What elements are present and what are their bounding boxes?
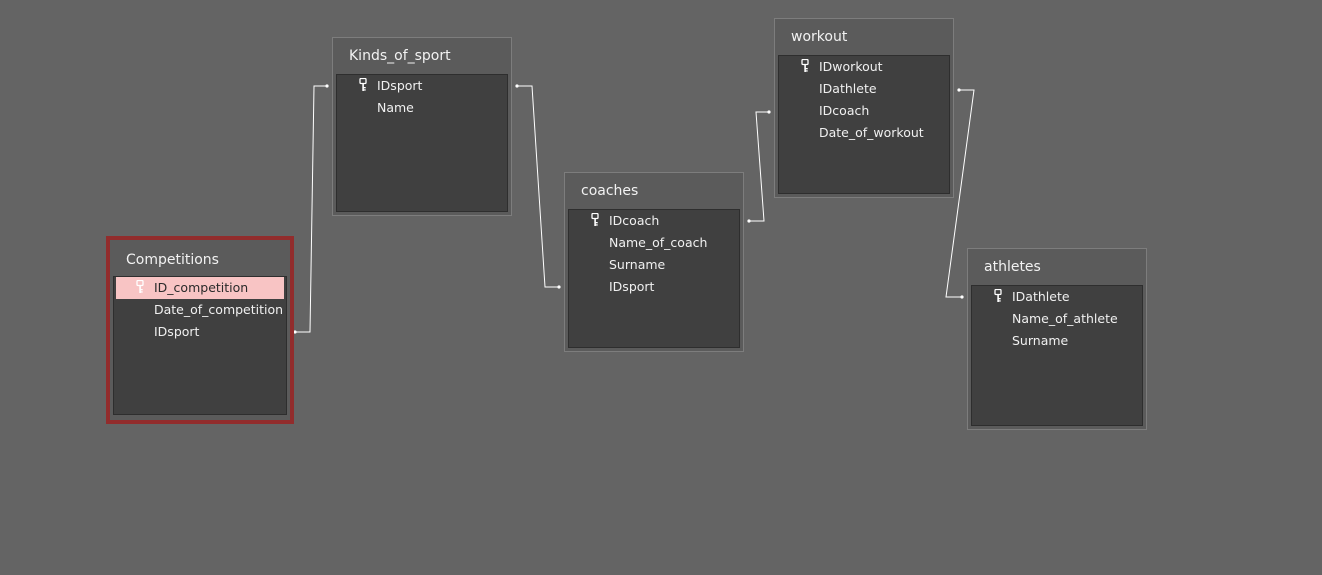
relation-competitions-kinds-of-sport xyxy=(294,85,328,333)
primary-key-icon xyxy=(359,78,367,91)
field-label: Date_of_workout xyxy=(819,125,924,140)
field-name-of-coach[interactable]: Name_of_coach xyxy=(569,232,739,254)
table-kinds-of-sport[interactable]: Kinds_of_sport IDsport Name xyxy=(332,37,512,216)
field-name[interactable]: Name xyxy=(337,97,507,119)
field-date-of-workout[interactable]: Date_of_workout xyxy=(779,122,949,144)
table-competitions[interactable]: Competitions ID_competition Date_of_comp… xyxy=(106,236,294,424)
field-label: Name_of_athlete xyxy=(1012,311,1118,326)
field-label: IDathlete xyxy=(819,81,877,96)
field-idathlete[interactable]: IDathlete xyxy=(779,78,949,100)
field-label: IDathlete xyxy=(1012,289,1070,304)
field-idathlete[interactable]: IDathlete xyxy=(972,286,1142,308)
field-idsport[interactable]: IDsport xyxy=(569,276,739,298)
field-list[interactable]: IDcoach Name_of_coach Surname IDsport xyxy=(568,209,740,348)
field-list[interactable]: IDworkout IDathlete IDcoach Date_of_work… xyxy=(778,55,950,194)
field-label: Name xyxy=(377,100,414,115)
field-id-competition[interactable]: ID_competition xyxy=(116,277,284,299)
primary-key-icon xyxy=(591,213,599,226)
field-label: Surname xyxy=(1012,333,1069,348)
field-surname[interactable]: Surname xyxy=(569,254,739,276)
field-idworkout[interactable]: IDworkout xyxy=(779,56,949,78)
field-label: ID_competition xyxy=(154,280,249,295)
field-label: Name_of_coach xyxy=(609,235,708,250)
table-workout[interactable]: workout IDworkout IDathlete IDcoach Date… xyxy=(774,18,954,198)
field-label: Surname xyxy=(609,257,666,272)
field-label: IDsport xyxy=(377,78,423,93)
relation-coaches-workout xyxy=(748,111,770,222)
table-title[interactable]: athletes xyxy=(984,259,1041,275)
field-label: Date_of_competition xyxy=(154,302,284,317)
table-title[interactable]: coaches xyxy=(581,183,639,199)
table-title[interactable]: Kinds_of_sport xyxy=(349,48,451,64)
field-list[interactable]: IDsport Name xyxy=(336,74,508,212)
field-label: IDsport xyxy=(609,279,655,294)
field-label: IDsport xyxy=(154,324,200,339)
relation-kinds-of-sport-coaches xyxy=(516,85,560,288)
table-coaches[interactable]: coaches IDcoach Name_of_coach Surname ID… xyxy=(564,172,744,352)
primary-key-icon xyxy=(801,59,809,72)
field-date-of-competition[interactable]: Date_of_competition xyxy=(114,299,286,321)
table-athletes[interactable]: athletes IDathlete Name_of_athlete Surna… xyxy=(967,248,1147,430)
field-idcoach[interactable]: IDcoach xyxy=(779,100,949,122)
field-label: IDcoach xyxy=(609,213,660,228)
table-title[interactable]: Competitions xyxy=(126,252,219,268)
field-idsport[interactable]: IDsport xyxy=(337,75,507,97)
field-list[interactable]: IDathlete Name_of_athlete Surname xyxy=(971,285,1143,426)
field-surname[interactable]: Surname xyxy=(972,330,1142,352)
field-label: IDworkout xyxy=(819,59,883,74)
table-title[interactable]: workout xyxy=(791,29,848,45)
field-list[interactable]: ID_competition Date_of_competition IDspo… xyxy=(113,276,287,415)
primary-key-icon xyxy=(136,280,144,293)
primary-key-icon xyxy=(994,289,1002,302)
field-label: IDcoach xyxy=(819,103,870,118)
field-name-of-athlete[interactable]: Name_of_athlete xyxy=(972,308,1142,330)
field-idsport[interactable]: IDsport xyxy=(114,321,286,343)
field-idcoach[interactable]: IDcoach xyxy=(569,210,739,232)
